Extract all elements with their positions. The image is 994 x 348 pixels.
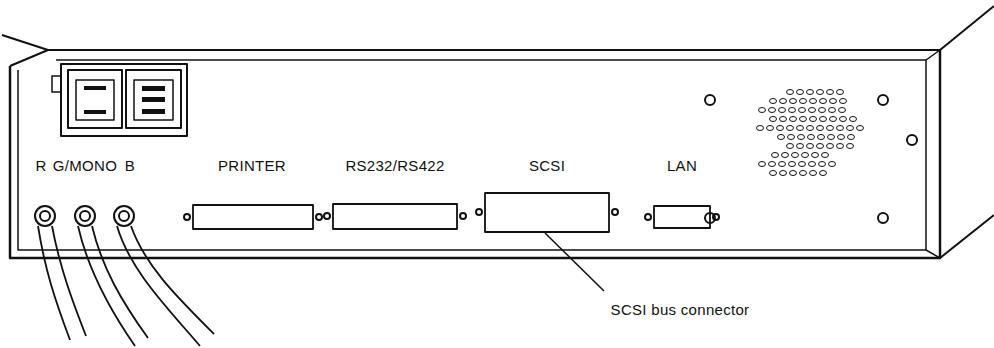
vent-hole [777,126,784,131]
vent-hole [788,135,795,140]
vent-hole [817,126,824,131]
port-label: LAN [667,158,697,173]
vent-hole [800,99,807,104]
vent-hole [840,117,847,122]
vent-hole [837,126,844,131]
port-label: SCSI [529,158,565,173]
vent-hole [799,162,806,167]
vent-hole [830,99,837,104]
vent-hole [812,153,819,158]
vent-hole [828,135,835,140]
vent-hole [829,162,836,167]
vent-hole [818,135,825,140]
vent-hole [780,117,787,122]
vent-hole [787,126,794,131]
vent-hole [790,99,797,104]
vent-hole [770,117,777,122]
vent-hole [810,99,817,104]
vent-hole [790,171,797,176]
port-label: G/MONO [53,158,117,173]
vent-hole [778,135,785,140]
vent-hole [839,108,846,113]
vent-hole [808,135,815,140]
vent-hole [830,117,837,122]
vent-hole [838,135,845,140]
vent-hole [820,99,827,104]
vent-hole [810,171,817,176]
port-label: R [35,158,46,173]
vent-hole [759,162,766,167]
vent-hole [837,90,844,95]
vent-hole [790,117,797,122]
vent-hole [820,171,827,176]
vent-hole [797,126,804,131]
vent-hole [809,162,816,167]
port-label: RS232/RS422 [345,158,444,173]
vent-hole [800,171,807,176]
vent-hole [769,108,776,113]
vent-hole [827,90,834,95]
vent-hole [789,108,796,113]
vent-hole [767,126,774,131]
vent-hole [827,144,834,149]
vent-hole [792,153,799,158]
vent-hole [850,117,857,122]
vent-hole [770,171,777,176]
vent-hole [797,90,804,95]
vent-hole [848,135,855,140]
port-label: B [125,158,135,173]
vent-hole [787,90,794,95]
vent-hole [857,126,864,131]
vent-hole [829,108,836,113]
vent-hole [822,153,829,158]
vent-hole [847,144,854,149]
vent-hole [770,99,777,104]
vent-hole [817,90,824,95]
vent-hole [759,108,766,113]
vent-hole [780,171,787,176]
vent-hole [827,126,834,131]
vent-hole [799,108,806,113]
vent-hole [807,144,814,149]
vent-hole [847,126,854,131]
vent-hole [837,144,844,149]
vent-hole [819,162,826,167]
vent-hole [782,153,789,158]
vent-hole [769,162,776,167]
vent-hole [807,126,814,131]
vent-hole [810,117,817,122]
vent-hole [798,135,805,140]
vent-hole [840,99,847,104]
vent-hole [772,153,779,158]
port-label: PRINTER [218,158,286,173]
vent-hole [820,117,827,122]
vent-hole [779,108,786,113]
callout-label: SCSI bus connector [611,302,750,317]
vent-hole [797,144,804,149]
vent-hole [802,153,809,158]
vent-hole [780,99,787,104]
vent-hole [779,162,786,167]
vent-hole [789,162,796,167]
vent-hole [819,108,826,113]
vent-hole [800,117,807,122]
vent-hole [809,108,816,113]
vent-hole [757,126,764,131]
vent-hole [807,90,814,95]
vent-hole [787,144,794,149]
vent-hole [817,144,824,149]
